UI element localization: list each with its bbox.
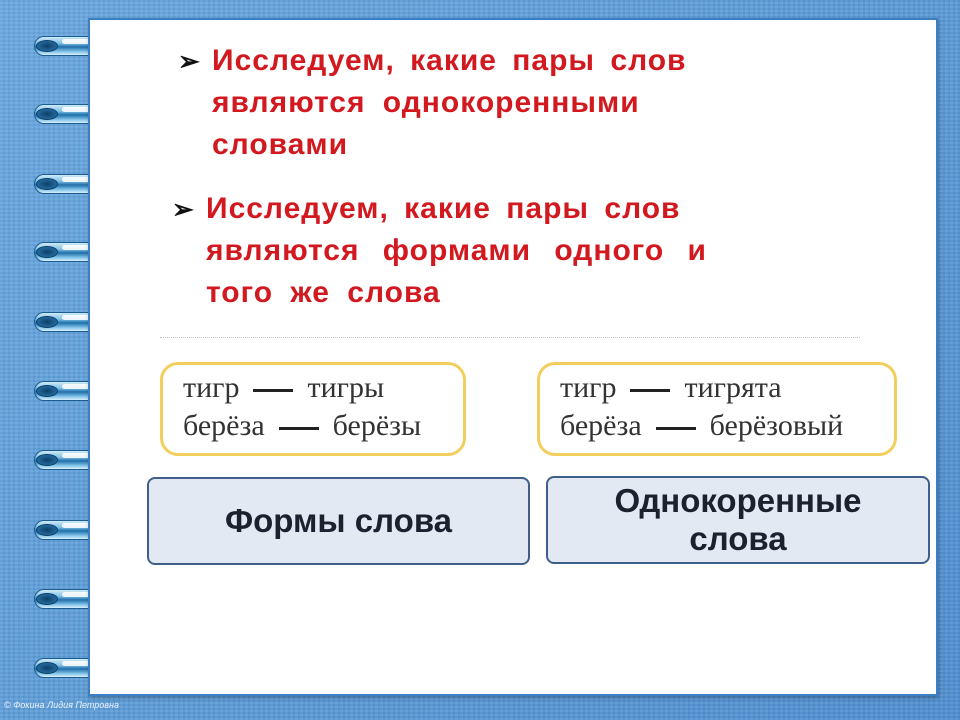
- bullet-line: являются однокоренными: [212, 86, 640, 119]
- bullet-text: Исследуем, какие пары слов являются форм…: [206, 188, 707, 314]
- label-text: слова: [689, 520, 787, 557]
- arrow-bullet-icon: ➢: [178, 46, 200, 76]
- bullet-line: словами: [212, 128, 349, 161]
- word: тигры: [307, 371, 385, 404]
- label-text: Однокоренные: [614, 482, 862, 519]
- bullet-text: Исследуем, какие пары слов являются одно…: [212, 40, 687, 166]
- label-text-wrapper: Однокоренные слова: [614, 482, 861, 558]
- word: тигр: [183, 371, 240, 404]
- label-cognate-words[interactable]: Однокоренные слова: [546, 476, 930, 564]
- label-text: Формы слова: [224, 502, 453, 539]
- word-pair-box-forms: тигр тигры берёза берёзы: [160, 362, 466, 456]
- bullet-line: являются формами одного и: [206, 234, 707, 267]
- word: тигрята: [684, 371, 782, 404]
- bullet-line: того же слова: [206, 276, 441, 309]
- word-pair-row: тигр тигры: [183, 369, 463, 407]
- bullet-line: Исследуем, какие пары слов: [212, 44, 687, 77]
- dash: [253, 388, 294, 392]
- arrow-bullet-icon: ➢: [172, 194, 194, 224]
- word: берёза: [560, 409, 642, 442]
- dash: [630, 388, 671, 392]
- divider: [160, 337, 860, 338]
- dash: [278, 426, 319, 430]
- word-pair-row: тигр тигрята: [560, 369, 894, 407]
- word-pair-row: берёза берёзы: [183, 407, 463, 445]
- dash: [655, 426, 696, 430]
- word: берёзовый: [709, 409, 844, 442]
- copyright: © Фокина Лидия Петровна: [4, 700, 119, 710]
- label-word-forms[interactable]: Формы слова: [147, 477, 530, 565]
- word-pair-row: берёза берёзовый: [560, 407, 894, 445]
- word: берёза: [183, 409, 265, 442]
- word: берёзы: [332, 409, 422, 442]
- word-pair-box-cognates: тигр тигрята берёза берёзовый: [537, 362, 897, 456]
- notebook-page: [88, 18, 938, 696]
- word: тигр: [560, 371, 617, 404]
- bullet-line: Исследуем, какие пары слов: [206, 192, 681, 225]
